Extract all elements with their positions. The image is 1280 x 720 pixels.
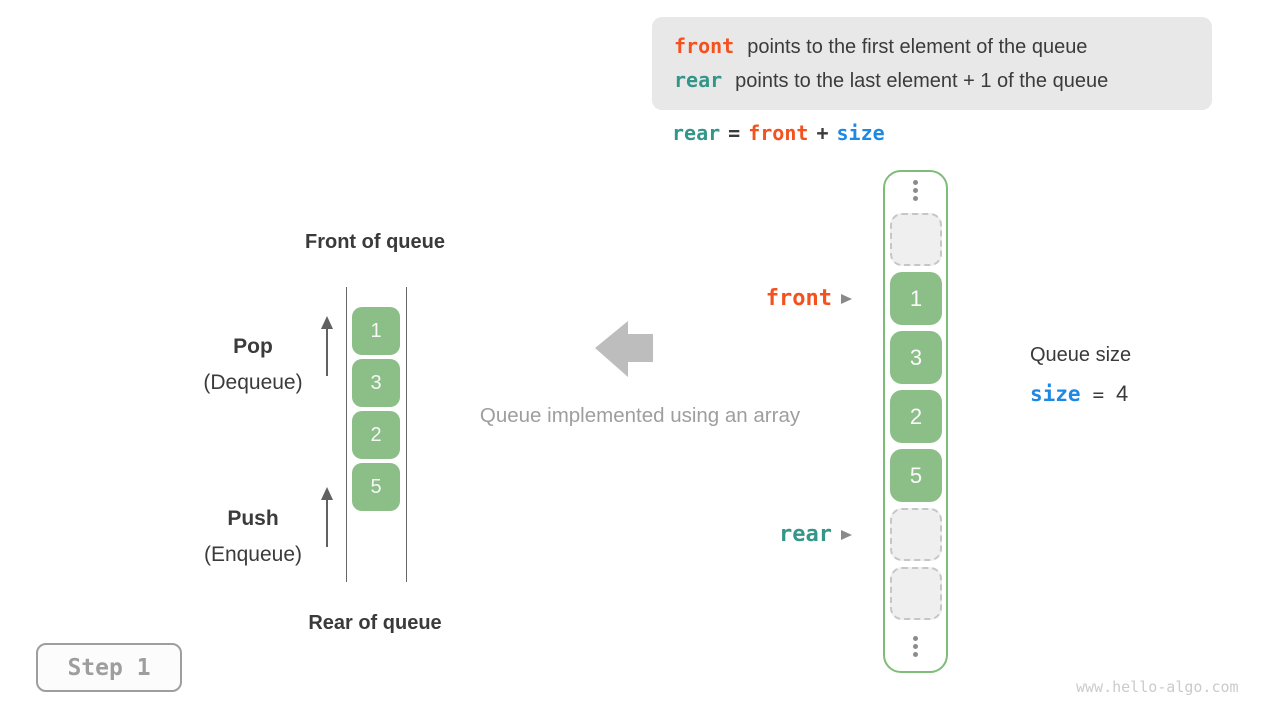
front-definition-line: front points to the first element of the… (674, 34, 1212, 59)
rear-keyword: rear (674, 68, 723, 92)
left-block-arrow-icon (595, 321, 653, 377)
queue-cell: 1 (352, 307, 400, 355)
ellipsis-bottom-icon (883, 636, 948, 657)
queue-cell: 5 (352, 463, 400, 511)
array-cell-empty (890, 213, 942, 266)
queue-cell: 3 (352, 359, 400, 407)
front-definition-text: points to the first element of the queue (747, 36, 1088, 58)
implementation-caption: Queue implemented using an array (479, 404, 801, 427)
pop-up-arrow-icon (321, 316, 333, 376)
rear-of-queue-label: Rear of queue (308, 612, 442, 634)
queue-cell: 2 (352, 411, 400, 459)
rear-formula: rear = front + size (672, 121, 885, 145)
array-cell: 1 (890, 272, 942, 325)
front-keyword: front (674, 34, 735, 58)
queue-size-value-row: size = 4 (1030, 381, 1128, 407)
rear-pointer-label: rear (779, 522, 832, 547)
pop-label: Pop (233, 335, 273, 358)
size-variable: size (1030, 382, 1081, 406)
rear-definition-line: rear points to the last element + 1 of t… (674, 68, 1212, 93)
front-pointer-label: front (765, 286, 832, 311)
step-badge: Step 1 (36, 643, 182, 692)
queue-channel (346, 287, 407, 582)
array-cell-empty (890, 508, 942, 561)
formula-plus: + (816, 121, 829, 145)
formula-equals: = (728, 121, 741, 145)
pointer-arrowhead-icon (841, 529, 852, 540)
array-cell: 5 (890, 449, 942, 502)
pointer-definitions-callout: front points to the first element of the… (652, 17, 1212, 110)
formula-size: size (836, 121, 885, 145)
array-cell: 2 (890, 390, 942, 443)
array-cell-empty (890, 567, 942, 620)
front-of-queue-label: Front of queue (305, 231, 445, 253)
size-value: 4 (1116, 381, 1129, 406)
queue-size-label: Queue size (1030, 344, 1132, 366)
enqueue-label: (Enqueue) (203, 543, 303, 566)
watermark: www.hello-algo.com (1076, 678, 1239, 696)
size-equals: = (1092, 384, 1105, 406)
front-pointer: front (692, 285, 852, 312)
pointer-arrowhead-icon (841, 293, 852, 304)
ellipsis-top-icon (883, 180, 948, 201)
formula-front: front (748, 121, 809, 145)
array-cell: 3 (890, 331, 942, 384)
push-up-arrow-icon (321, 487, 333, 547)
rear-definition-text: points to the last element + 1 of the qu… (735, 70, 1109, 92)
rear-pointer: rear (692, 521, 852, 548)
formula-rear: rear (672, 121, 721, 145)
push-label: Push (227, 507, 279, 530)
dequeue-label: (Dequeue) (203, 371, 303, 394)
